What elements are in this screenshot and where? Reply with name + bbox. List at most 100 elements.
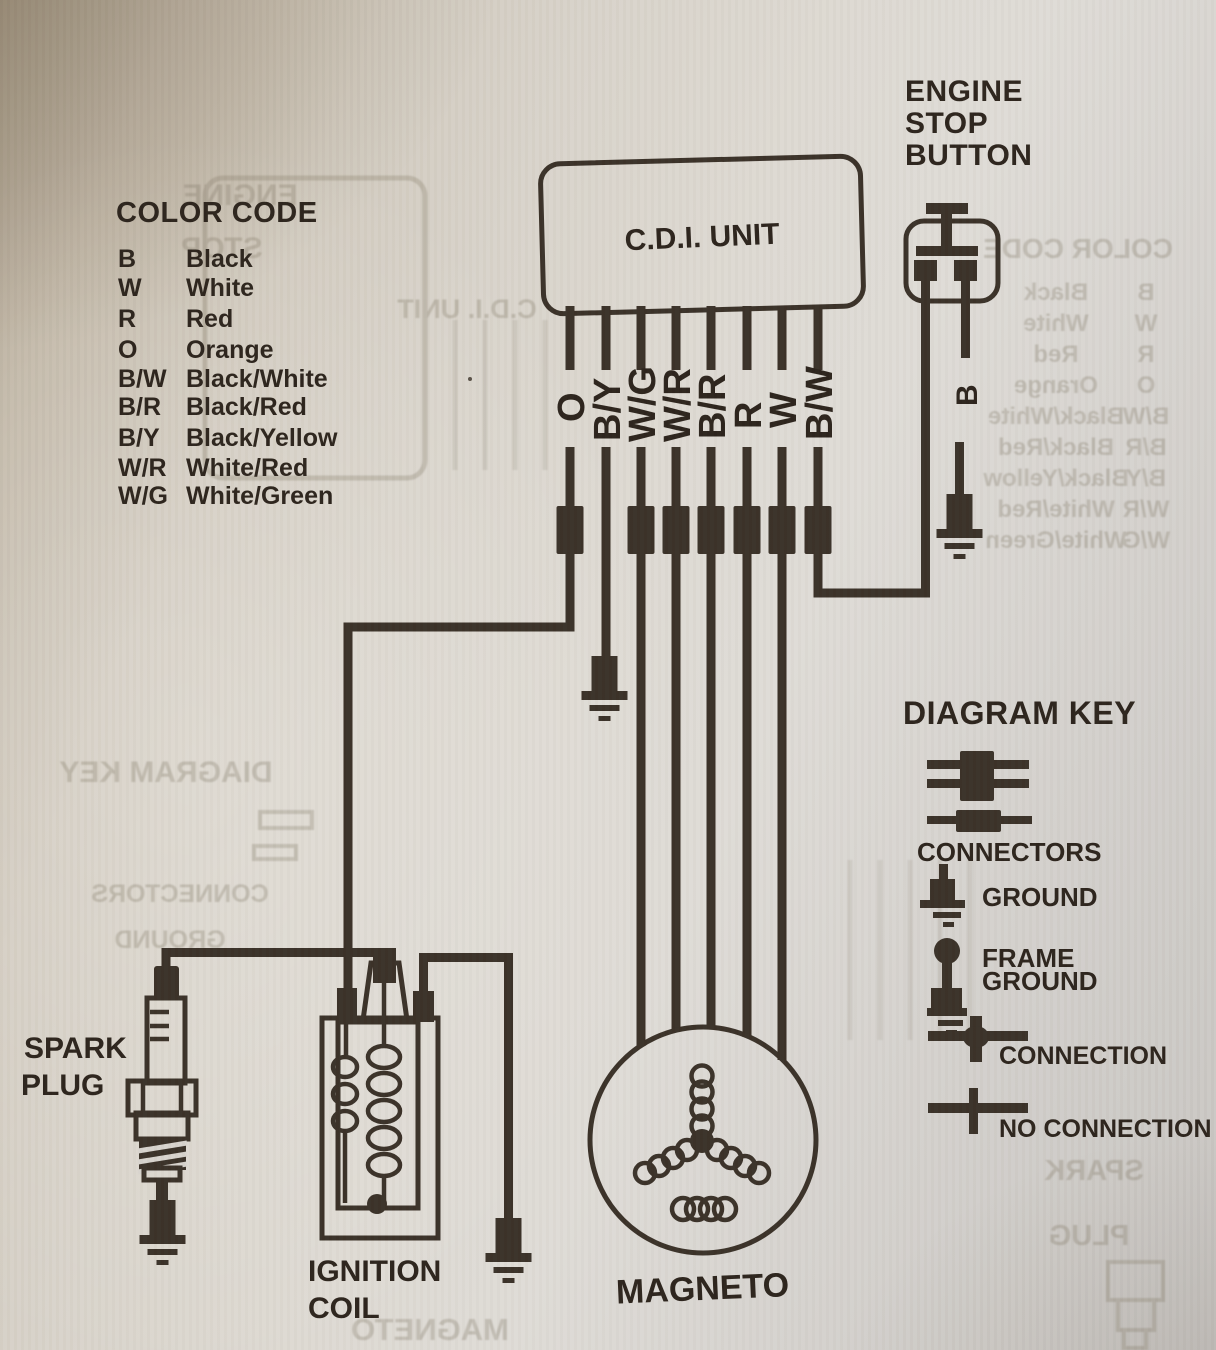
legend-code: B/Y	[118, 424, 160, 452]
connector-icon	[768, 506, 796, 554]
wire-label-r: R	[728, 402, 770, 429]
legend-code: W/G	[118, 482, 168, 510]
ghost-text: Red	[1033, 341, 1078, 368]
wire-wr: W/R	[657, 306, 699, 1031]
magneto-winding-right	[704, 1137, 772, 1186]
wire-by: B/Y	[581, 306, 629, 721]
ground-icon	[936, 494, 983, 559]
coil-primary-terminal	[337, 988, 357, 1022]
ghost-text: B	[1137, 279, 1154, 306]
frame-ground-label: FRAME	[982, 943, 1074, 973]
ghost-symbol	[1106, 1260, 1165, 1302]
ghost-text: Orange	[1014, 372, 1098, 399]
diagram-key-title: DIAGRAM KEY	[903, 695, 1136, 731]
ground-icon	[581, 656, 628, 721]
magneto-case	[587, 1024, 819, 1256]
cdi-unit-box	[538, 153, 866, 317]
wire-label-o: O	[551, 392, 593, 422]
ghost-symbol	[258, 810, 314, 830]
ghost-text: White/Red	[997, 496, 1114, 523]
ghost-text: Black/Red	[998, 434, 1114, 461]
ghost-text: R	[1137, 341, 1154, 368]
wire-label-br: B/R	[692, 374, 734, 439]
ground-icon	[139, 1200, 186, 1265]
ghost-text: W	[1134, 310, 1157, 337]
legend-code: B/W	[118, 365, 167, 393]
diagram-key: DIAGRAM KEY CONNECTORS GROUND	[903, 695, 1212, 1143]
legend-code: O	[118, 336, 137, 364]
ghost-text: W/G	[1122, 527, 1170, 554]
ghost-text: Black	[1023, 279, 1088, 306]
magneto-winding-bottom	[669, 1195, 739, 1223]
ghost-text: DIAGRAM KEY	[59, 756, 272, 789]
coil-inner-case	[335, 1019, 421, 1211]
connector-icon	[804, 506, 832, 554]
ghost-text: Black/Yellow	[983, 465, 1129, 492]
connectors-label: CONNECTORS	[917, 837, 1101, 867]
wire-wg: W/G	[622, 306, 664, 1046]
legend-name: White	[186, 274, 254, 302]
spark-plug-label: SPARK	[24, 1032, 127, 1065]
wire-bw: B/W	[799, 281, 930, 598]
connector-icon	[697, 506, 725, 554]
ignition-coil-label: IGNITION	[308, 1255, 441, 1288]
engine-stop-button-label: ENGINE	[905, 75, 1023, 108]
ghost-text: ENGINE	[182, 179, 297, 212]
coil-ht-boot	[360, 960, 410, 1023]
legend-name: Orange	[186, 336, 274, 364]
wire-label-w: W	[763, 392, 805, 428]
wire-o: O	[343, 306, 593, 992]
coil-winding-primary	[330, 1022, 360, 1203]
ghost-text: CONNECTORS	[91, 880, 268, 908]
legend-code: B/R	[118, 393, 161, 421]
frame-ground-label: GROUND	[982, 966, 1098, 996]
legend-name: Black	[186, 245, 253, 273]
ghost-text: Black/White	[988, 403, 1124, 430]
ghost-text: SPARK	[1044, 1155, 1143, 1187]
wire-br: B/R	[692, 306, 734, 1028]
color-code-title: COLOR CODE	[116, 197, 318, 229]
ghost-symbol	[252, 844, 298, 861]
ghost-text: C.D.I. UNIT	[397, 294, 537, 324]
wire-label-by: B/Y	[587, 378, 629, 441]
no-connection-icon	[928, 1088, 1028, 1134]
connector-icon	[627, 506, 655, 554]
magneto-label: MAGNETO	[615, 1266, 790, 1312]
ground-icon	[485, 1218, 532, 1283]
ignition-coil: IGNITION COIL	[308, 948, 532, 1325]
coil-ground-terminal	[413, 991, 434, 1022]
magneto-winding-left	[632, 1137, 700, 1186]
ghost-text: COLOR CODE	[983, 233, 1173, 264]
spark-plug: SPARK PLUG	[21, 948, 384, 1265]
color-code-legend: COLOR CODE B Black W White R Red O Orang…	[116, 197, 338, 510]
no-connection-label: NO CONNECTION	[999, 1115, 1212, 1143]
ghost-text: B/W	[1122, 403, 1169, 430]
ground-label: GROUND	[982, 882, 1098, 912]
connection-icon	[928, 1016, 1028, 1062]
cdi-unit-label: C.D.I. UNIT	[624, 218, 780, 258]
wire-w: W	[763, 306, 805, 1060]
cdi-wires: O B/Y W/G W/R	[343, 281, 930, 1060]
legend-name: Black/Yellow	[186, 424, 338, 452]
legend-code: W/R	[118, 454, 167, 482]
legend-name: White/Green	[186, 482, 333, 510]
high-tension-lead	[161, 948, 384, 970]
wire-label-bw: B/W	[799, 366, 841, 440]
legend-code: B	[118, 245, 136, 273]
stop-button-icon	[903, 203, 1001, 304]
ghost-text: O	[1137, 372, 1156, 399]
ghost-text: B/R	[1125, 434, 1166, 461]
connector-icon	[556, 506, 584, 554]
ghost-wires	[452, 320, 548, 470]
wire-r: R	[728, 306, 770, 1037]
junction-dot	[367, 1194, 387, 1214]
engine-stop-button: ENGINE STOP BUTTON B	[903, 75, 1032, 559]
magneto-winding-up	[689, 1063, 715, 1139]
ghost-text: MAGNETO	[351, 1312, 509, 1347]
ghost-symbol	[1116, 1298, 1156, 1332]
ghost-text: STOP	[181, 232, 262, 265]
connectors-icon	[927, 751, 1032, 832]
button-wire-label-b: B	[951, 384, 984, 406]
wire-label-wg: W/G	[622, 366, 664, 442]
magneto: MAGNETO	[587, 1024, 819, 1312]
